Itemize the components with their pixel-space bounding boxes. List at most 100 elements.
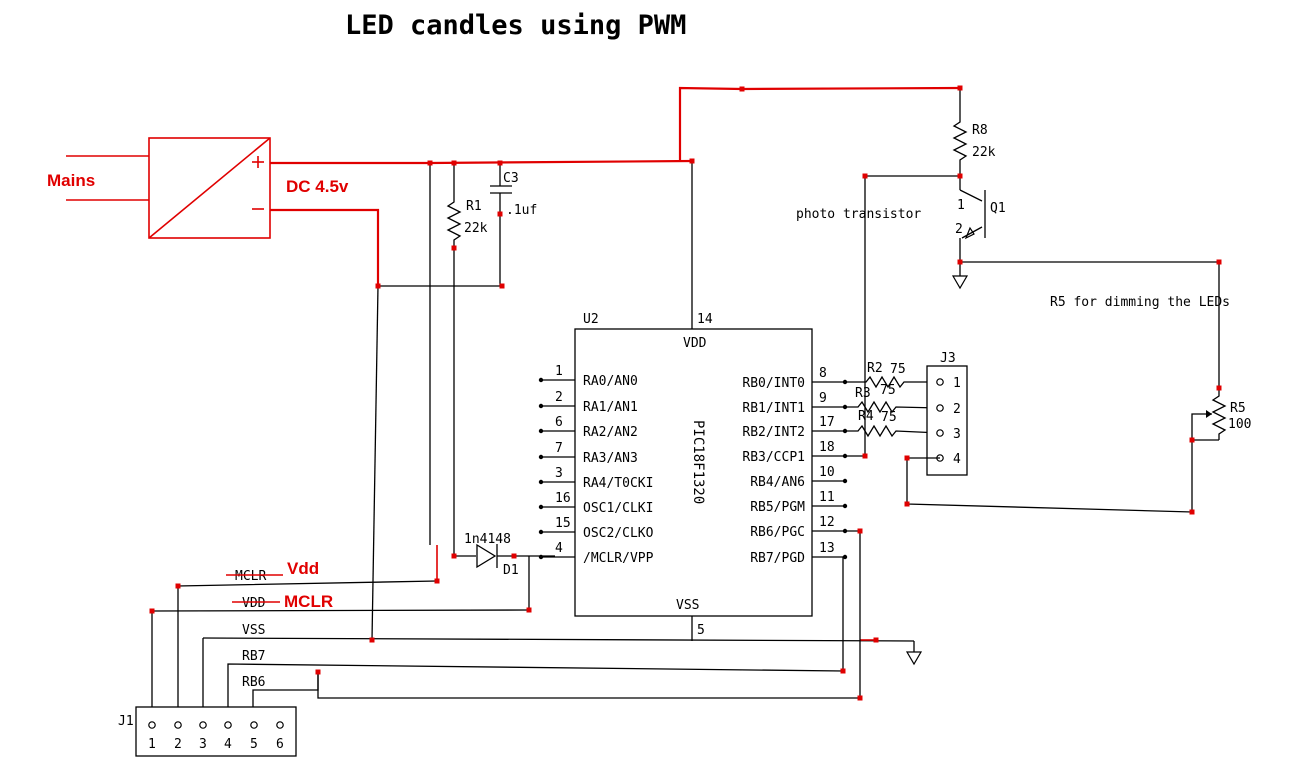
r1-ref: R1 — [466, 199, 482, 214]
r1-zigzag — [446, 195, 462, 248]
u2-left-pin-name: RA0/AN0 — [583, 374, 638, 389]
q1-pin1: 1 — [957, 198, 965, 213]
junction-dot — [451, 160, 457, 166]
u2-left-pin-num: 15 — [555, 516, 571, 531]
u2-left-pin-name: RA3/AN3 — [583, 451, 638, 466]
u2-right-pin-end — [842, 379, 848, 385]
junction-dot — [369, 637, 375, 643]
junction-dot — [175, 583, 181, 589]
junction-dot — [427, 160, 433, 166]
u2-right-pin-end — [842, 428, 848, 434]
r5-note: R5 for dimming the LEDs — [1050, 295, 1230, 310]
r5-to-j3-wire — [906, 440, 1193, 513]
junction-dot — [511, 553, 517, 559]
junction-dot — [857, 528, 863, 534]
j3-pin-num: 2 — [953, 402, 961, 417]
junction-dot — [873, 637, 879, 643]
junction-dot — [1216, 385, 1222, 391]
junction-dot — [315, 669, 321, 675]
annot-mclr: MCLR — [284, 592, 333, 611]
j1-pin-hole — [199, 721, 207, 729]
d1-triangle-icon — [476, 543, 497, 569]
u2-vdd-pin-num: 14 — [697, 312, 713, 327]
u2-left-pin-num: 16 — [555, 491, 571, 506]
j1-pin-num: 5 — [250, 737, 258, 752]
r5-value: 100 — [1228, 417, 1251, 432]
r8-resistor: R8 22k — [952, 115, 996, 176]
u2-right-pin-name: RB1/INT1 — [742, 401, 805, 416]
photo-transistor-label: photo transistor — [796, 207, 921, 222]
u2-body — [574, 328, 813, 617]
r8-ref: R8 — [972, 123, 988, 138]
junction-dots — [149, 85, 1222, 701]
u2-right-pin-num: 11 — [819, 490, 835, 505]
junction-dot — [434, 578, 440, 584]
u2-right-pin-end — [842, 404, 848, 410]
u2-right-pin-name: RB0/INT0 — [742, 376, 805, 391]
r5-zigzag — [1211, 388, 1227, 440]
j1-pin-num: 4 — [224, 737, 232, 752]
r1-value: 22k — [464, 221, 488, 236]
j1-pin-num: 1 — [148, 737, 156, 752]
junction-dot — [451, 245, 457, 251]
q1-pin2: 2 — [955, 222, 963, 237]
j3-pin-num: 3 — [953, 427, 961, 442]
vss-rail — [202, 637, 915, 642]
r5-wiper-arrow-icon — [1206, 410, 1212, 418]
u2-left-pin-end — [538, 529, 544, 535]
j1-pin-hole — [250, 721, 258, 729]
junction-dot — [857, 695, 863, 701]
u2-left-pin-end — [538, 479, 544, 485]
junction-dot — [957, 173, 963, 179]
r2-zigzag — [846, 375, 940, 389]
u2-right-pin-num: 9 — [819, 391, 827, 406]
junction-dot — [904, 455, 910, 461]
j3-pin-hole — [936, 378, 944, 386]
j3-pin-num: 4 — [953, 452, 961, 467]
junction-dot — [689, 158, 695, 164]
j3-pin-hole — [936, 404, 944, 412]
u2-right-pin-num: 12 — [819, 515, 835, 530]
u2-right-pin-end — [842, 478, 848, 484]
vdd-top-rail-red — [678, 86, 961, 161]
u2-left-pin-group: 1RA0/AN02RA1/AN16RA2/AN27RA3/AN33RA4/T0C… — [538, 364, 654, 566]
c3-value: .1uf — [506, 203, 537, 218]
j1-body — [135, 706, 297, 757]
junction-dot — [1216, 259, 1222, 265]
u2-right-pin-name: RB7/PGD — [750, 551, 805, 566]
u2-right-pin-name: RB5/PGM — [750, 500, 805, 515]
u2-right-pin-group: 8RB0/INT09RB1/INT117RB2/INT218RB3/CCP110… — [742, 366, 848, 566]
junction-dot — [739, 86, 745, 92]
r2-value: 75 — [890, 362, 906, 377]
u2-left-pin-name: RA2/AN2 — [583, 425, 638, 440]
r5-loop — [1191, 413, 1219, 441]
c3-ref: C3 — [503, 171, 519, 186]
dc-minus-wire — [270, 208, 380, 286]
u2-left-pin-num: 1 — [555, 364, 563, 379]
r8-value: 22k — [972, 145, 996, 160]
u2-vss-pin-num: 5 — [697, 623, 705, 638]
j1-pin-hole — [224, 721, 232, 729]
dc-plus-wire — [270, 159, 693, 165]
junction-dot — [957, 259, 963, 265]
junction-dot — [499, 283, 505, 289]
junction-dot — [526, 607, 532, 613]
psu-box — [148, 137, 271, 239]
u2-ref: U2 — [583, 312, 599, 327]
u2-right-pin-name: RB4/AN6 — [750, 475, 805, 490]
j1-pin-num: 6 — [276, 737, 284, 752]
u2-right-pin-end — [842, 528, 848, 534]
r5-ref: R5 — [1230, 401, 1246, 416]
u2-right-pin-num: 10 — [819, 465, 835, 480]
j1-connector: J1 — [118, 706, 297, 757]
gnd-long-vertical — [371, 285, 379, 641]
j1-pin-num: 2 — [174, 737, 182, 752]
mains-label: Mains — [47, 171, 95, 190]
led-resistors: R2 75 R3 75 R4 75 — [846, 361, 941, 438]
u2-vdd-label: VDD — [683, 336, 707, 351]
d1-value: 1n4148 — [464, 532, 511, 547]
annot-vdd: Vdd — [287, 559, 319, 578]
u2-left-pin-num: 2 — [555, 390, 563, 405]
d1-diode: 1n4148 D1 — [454, 532, 555, 578]
u2-left-pin-end — [538, 504, 544, 510]
